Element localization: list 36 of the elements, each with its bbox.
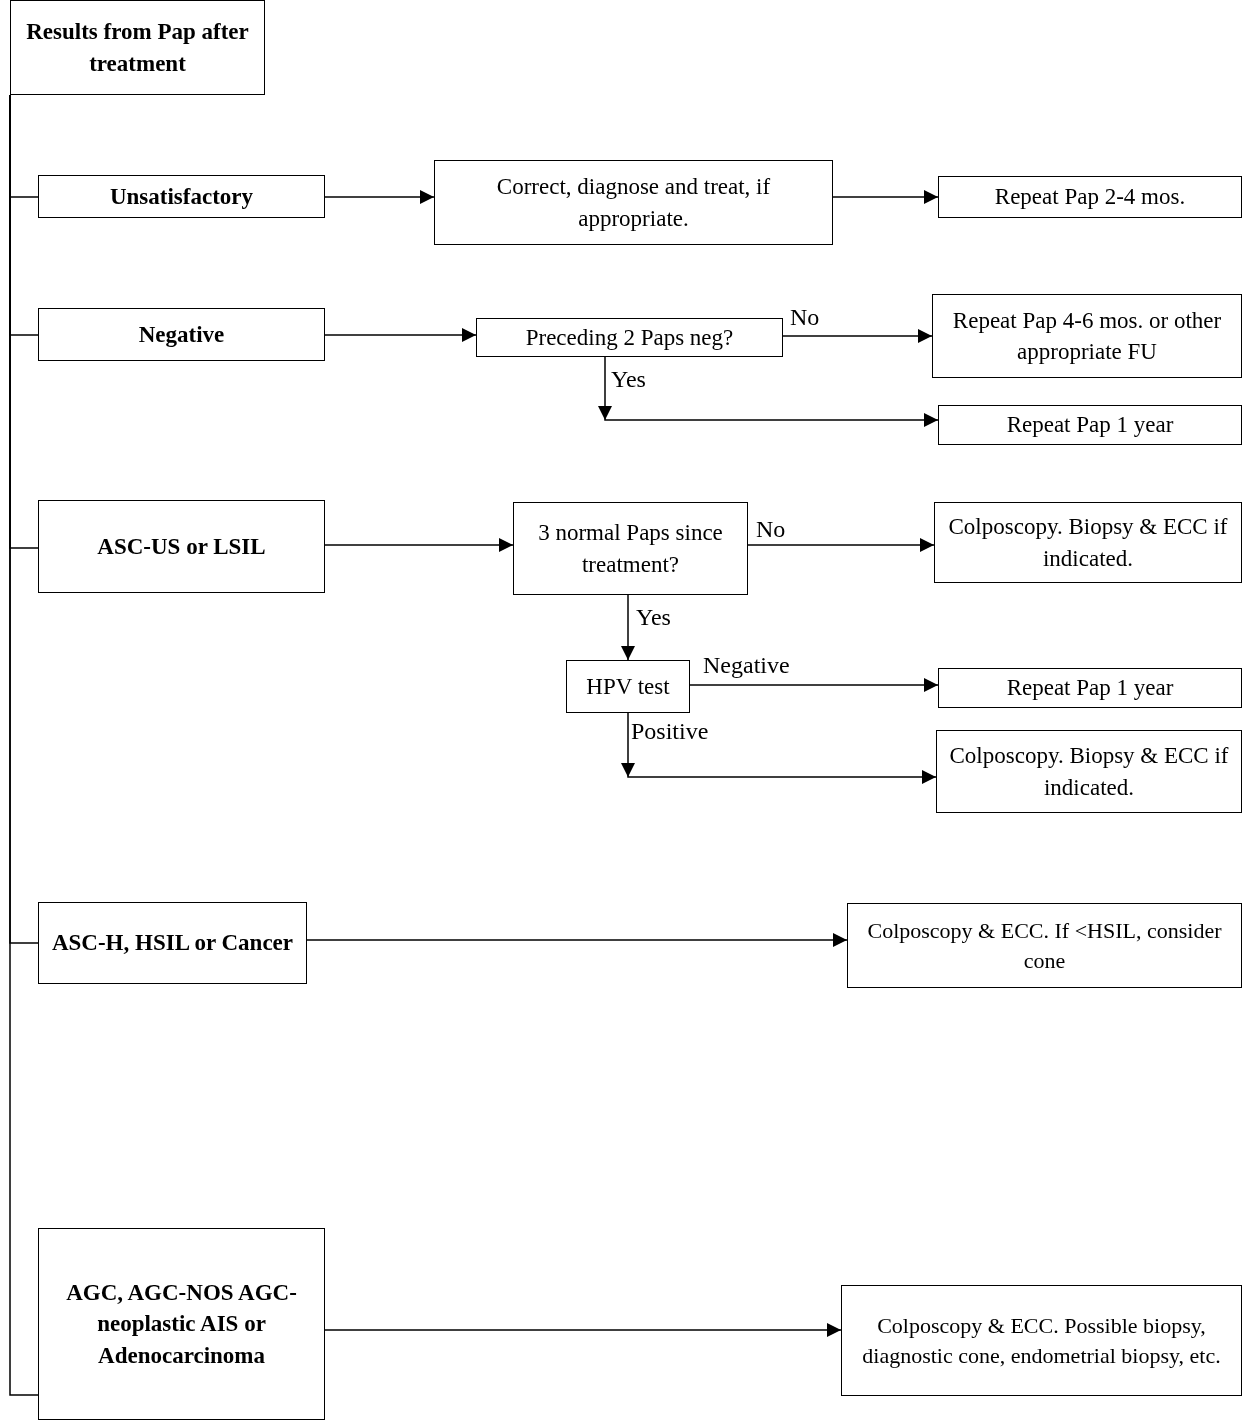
process-box [434,160,833,245]
box-text: Unsatisfactory [109,182,254,211]
process-box [936,730,1242,813]
process-box [938,668,1242,708]
process-box [38,175,325,218]
process-box [513,502,748,595]
process-box [932,294,1242,378]
box-text: Repeat Pap 4-6 mos. or other appropriate FU [951,306,1223,366]
box-text: Preceding 2 Paps neg? [525,323,734,352]
box-text: ASC-H, HSIL or Cancer [51,929,294,958]
box-text: Colposcopy & ECC. Possible biopsy, diagnostic cone, endometrial biopsy, etc. [861,1311,1222,1370]
box-text: ASC-US or LSIL [97,532,266,561]
process-box [38,902,307,984]
box-text: Results from Pap after treatment [25,18,250,78]
box-text: Repeat Pap 1 year [1006,411,1174,440]
process-box [38,1228,325,1420]
box-text: AGC, AGC-NOS AGC-neoplastic AIS or Adenocarcinoma [65,1279,298,1370]
box-text: Correct, diagnose and treat, if appropriate. [495,173,772,233]
process-box [847,903,1242,988]
box-text: 3 normal Paps since treatment? [537,519,724,579]
box-text: Colposcopy. Biopsy & ECC if indicated. [948,742,1230,802]
process-box [934,502,1242,583]
box-text: HPV test [586,672,670,701]
box-text: Colposcopy. Biopsy & ECC if indicated. [947,513,1229,573]
process-box [841,1285,1242,1396]
process-box [476,318,783,357]
box-text: Negative [138,320,225,349]
box-text: Colposcopy & ECC. If <HSIL, consider cone [866,916,1223,975]
box-text: Repeat Pap 1 year [1006,674,1174,703]
process-box [10,0,265,95]
process-box [38,308,325,361]
process-box [938,176,1242,218]
process-box [38,500,325,593]
box-text: Repeat Pap 2-4 mos. [994,183,1186,212]
process-box [938,405,1242,445]
process-box [566,660,690,713]
